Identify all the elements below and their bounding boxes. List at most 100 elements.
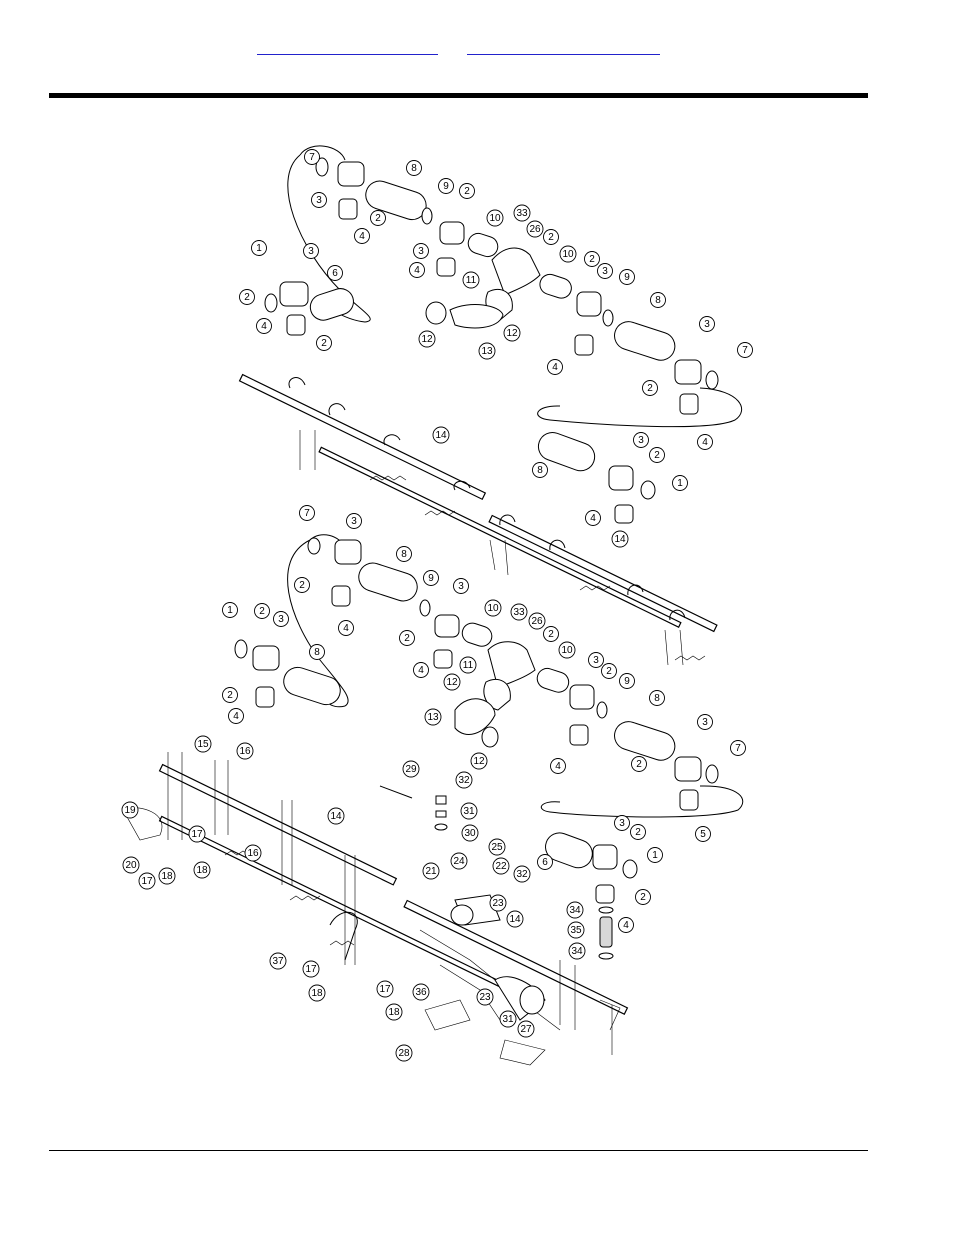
- callout-number: 26: [531, 616, 543, 627]
- callout-number: 19: [124, 805, 136, 816]
- callout-12: 12: [444, 674, 460, 690]
- callout-32: 32: [456, 772, 472, 788]
- callout-18: 18: [386, 1004, 402, 1020]
- callout-number: 14: [614, 534, 626, 545]
- callout-number: 3: [351, 516, 357, 527]
- callout-15: 15: [195, 736, 211, 752]
- callout-17: 17: [377, 981, 393, 997]
- callout-number: 2: [589, 254, 595, 265]
- callout-31: 31: [461, 803, 477, 819]
- callout-number: 7: [304, 508, 310, 519]
- callout-number: 31: [463, 806, 475, 817]
- callout-2: 2: [650, 448, 665, 463]
- callout-23: 23: [490, 895, 506, 911]
- callout-number: 3: [316, 195, 322, 206]
- callout-number: 10: [562, 249, 574, 260]
- callout-3: 3: [304, 244, 319, 259]
- callout-4: 4: [410, 263, 425, 278]
- callout-number: 35: [570, 925, 582, 936]
- callout-8: 8: [533, 463, 548, 478]
- callout-2: 2: [602, 664, 617, 679]
- callout-number: 26: [529, 224, 541, 235]
- callout-34: 34: [567, 902, 583, 918]
- callout-number: 2: [227, 690, 233, 701]
- callout-7: 7: [305, 150, 320, 165]
- callout-number: 2: [464, 186, 470, 197]
- callout-number: 9: [624, 272, 630, 283]
- callout-3: 3: [414, 244, 429, 259]
- callout-11: 11: [463, 272, 479, 288]
- callout-1: 1: [252, 241, 267, 256]
- callout-3: 3: [700, 317, 715, 332]
- callout-number: 33: [516, 208, 528, 219]
- callout-2: 2: [632, 757, 647, 772]
- callout-21: 21: [423, 863, 439, 879]
- callout-number: 4: [359, 231, 365, 242]
- callout-18: 18: [309, 985, 325, 1001]
- callout-number: 17: [191, 829, 203, 840]
- callout-number: 6: [332, 268, 338, 279]
- callout-number: 3: [458, 581, 464, 592]
- callout-2: 2: [400, 631, 415, 646]
- callout-4: 4: [548, 360, 563, 375]
- callout-number: 3: [308, 246, 314, 257]
- callout-number: 2: [640, 892, 646, 903]
- callout-3: 3: [634, 433, 649, 448]
- callout-2: 2: [295, 578, 310, 593]
- callout-number: 11: [466, 275, 477, 286]
- callout-number: 15: [197, 739, 209, 750]
- callout-5: 5: [696, 827, 711, 842]
- callout-2: 2: [460, 184, 475, 199]
- callout-number: 17: [379, 984, 391, 995]
- callout-4: 4: [414, 663, 429, 678]
- callout-2: 2: [636, 890, 651, 905]
- callout-number: 18: [161, 871, 173, 882]
- callout-4: 4: [339, 621, 354, 636]
- callout-number: 2: [404, 633, 410, 644]
- callout-number: 37: [272, 956, 284, 967]
- callout-2: 2: [585, 252, 600, 267]
- callout-4: 4: [619, 918, 634, 933]
- callout-32: 32: [514, 866, 530, 882]
- callout-17: 17: [303, 961, 319, 977]
- callout-18: 18: [194, 862, 210, 878]
- callout-9: 9: [439, 179, 454, 194]
- callout-24: 24: [451, 853, 467, 869]
- callout-number: 36: [415, 987, 427, 998]
- callout-number: 14: [509, 914, 521, 925]
- callout-number: 2: [635, 827, 641, 838]
- callout-14: 14: [433, 427, 449, 443]
- callout-4: 4: [551, 759, 566, 774]
- callout-number: 7: [309, 152, 315, 163]
- callout-number: 4: [233, 711, 239, 722]
- callout-12: 12: [419, 331, 435, 347]
- callout-4: 4: [586, 511, 601, 526]
- callout-number: 2: [375, 213, 381, 224]
- callout-10: 10: [559, 642, 575, 658]
- callout-number: 16: [247, 848, 259, 859]
- callout-number: 20: [125, 860, 137, 871]
- callout-number: 28: [398, 1048, 410, 1059]
- callout-number: 12: [421, 334, 433, 345]
- callout-number: 23: [479, 992, 491, 1003]
- callout-number: 4: [552, 362, 558, 373]
- callout-4: 4: [257, 319, 272, 334]
- callout-number: 30: [464, 828, 476, 839]
- callout-number: 8: [411, 163, 417, 174]
- callout-number: 3: [602, 266, 608, 277]
- callout-10: 10: [560, 246, 576, 262]
- callout-number: 12: [506, 328, 518, 339]
- callout-12: 12: [504, 325, 520, 341]
- callout-number: 2: [259, 606, 265, 617]
- callout-number: 10: [487, 603, 499, 614]
- callout-number: 14: [330, 811, 342, 822]
- callout-3: 3: [312, 193, 327, 208]
- callout-number: 18: [388, 1007, 400, 1018]
- callout-number: 8: [655, 295, 661, 306]
- callout-1: 1: [223, 603, 238, 618]
- callout-33: 33: [511, 604, 527, 620]
- callout-3: 3: [274, 612, 289, 627]
- callout-number: 16: [239, 746, 251, 757]
- callout-number: 21: [425, 866, 437, 877]
